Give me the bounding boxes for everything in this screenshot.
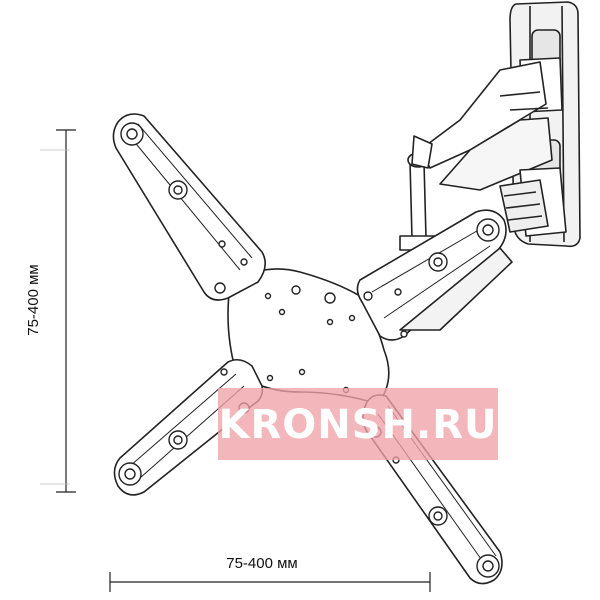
watermark-band: [218, 388, 498, 460]
wall-bracket: [399, 1, 581, 251]
watermark-text: KRONSH.RU: [218, 402, 497, 448]
vertical-dimension-label: 75-400 мм: [25, 264, 42, 336]
horizontal-dimension-label: 75-400 мм: [226, 555, 298, 572]
horizontal-dimension: [109, 572, 431, 592]
watermark: KRONSH.RU: [218, 388, 498, 460]
vertical-dimension: [40, 129, 76, 493]
screws: [118, 122, 500, 578]
arm-top-left: [112, 113, 266, 301]
